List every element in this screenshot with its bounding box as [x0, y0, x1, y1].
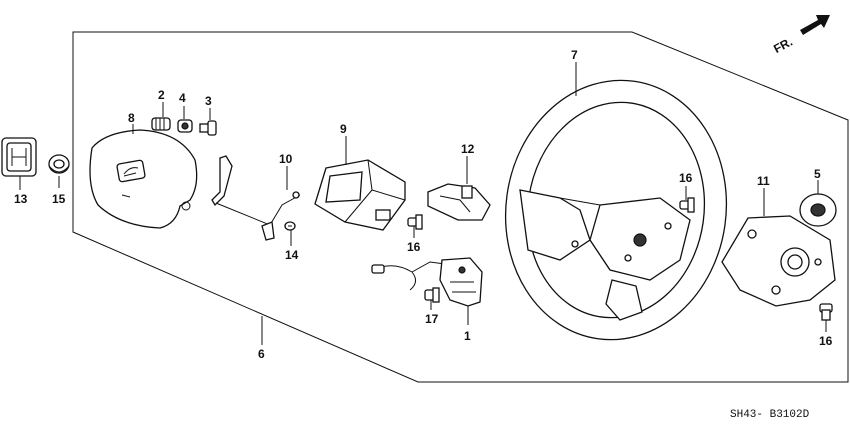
callout-16-b: 16 [679, 171, 693, 185]
part-3-bolt [199, 120, 217, 136]
part-13-emblem [1, 137, 37, 177]
callout-17: 17 [425, 312, 439, 326]
callout-1: 1 [464, 329, 471, 343]
part-1-switch-harness [371, 257, 483, 307]
part-10-bracket [211, 155, 301, 241]
diagram-code: SH43- B3102D [730, 409, 810, 421]
callout-8: 8 [128, 111, 135, 125]
callout-5: 5 [814, 167, 821, 181]
callout-14: 14 [285, 248, 299, 262]
assembly-boundary-frame [72, 31, 849, 383]
part-14-screw [284, 221, 296, 231]
front-direction-arrow: FR. [771, 15, 830, 56]
callout-13: 13 [14, 192, 28, 206]
part-7-steering-wheel [504, 79, 728, 341]
callout-15: 15 [52, 192, 66, 206]
arrow-icon [800, 15, 830, 35]
callout-4: 4 [179, 91, 186, 105]
part-16-bolt-b [679, 197, 695, 213]
callout-6: 6 [258, 347, 265, 361]
callout-2: 2 [158, 88, 165, 102]
callout-12: 12 [461, 142, 475, 156]
part-11-rear-cover [721, 215, 836, 307]
callout-16-a: 16 [407, 240, 421, 254]
part-5-ring [799, 193, 837, 227]
part-16-bolt-a [407, 214, 423, 230]
part-17-bolt [424, 287, 440, 303]
callout-16-c: 16 [819, 334, 833, 348]
part-12-switch [427, 183, 491, 221]
part-16-bolt-c [819, 303, 833, 321]
part-15-bushing [48, 154, 70, 174]
callout-10: 10 [279, 152, 293, 166]
part-8-airbag-cover [89, 129, 198, 229]
callout-9: 9 [340, 122, 347, 136]
part-9-inflator-module [314, 159, 406, 231]
part-2-spring [151, 117, 171, 131]
callout-11: 11 [757, 174, 770, 188]
direction-label: FR. [771, 35, 795, 56]
part-4-nut [177, 119, 193, 133]
callout-7: 7 [571, 48, 578, 62]
callout-3: 3 [205, 94, 212, 108]
